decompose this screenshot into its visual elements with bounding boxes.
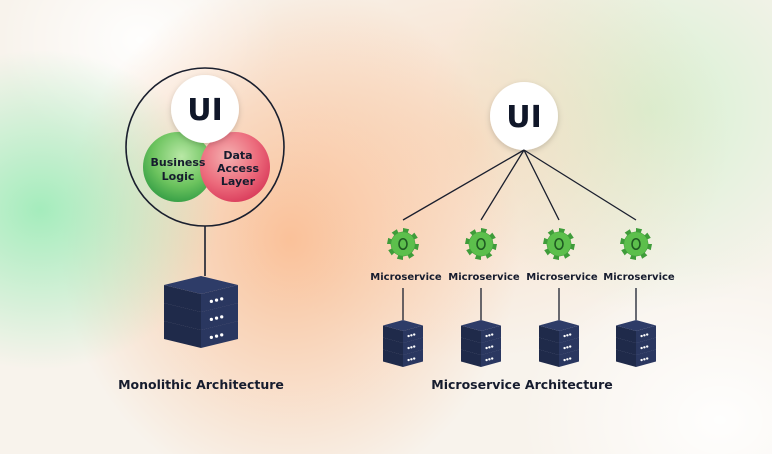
server-stack-icon: [461, 320, 501, 367]
monolith-ui-circle: [171, 75, 239, 143]
server-stack-icon: [539, 320, 579, 367]
server-stack-icon: [616, 320, 656, 367]
microservice-label: Microservice: [603, 272, 675, 283]
data-access-layer-circle: [200, 132, 270, 202]
gear-icon: [465, 228, 497, 260]
gear-icon: [543, 228, 575, 260]
microservice-label: Microservice: [370, 272, 442, 283]
gear-icon: [387, 228, 419, 260]
microservice-label: Microservice: [526, 272, 598, 283]
microservice-ui-circle: [490, 82, 558, 150]
monolith-ui-label: UI: [187, 93, 223, 128]
data-access-label-3: Layer: [221, 175, 256, 188]
microservice-column: Microservice: [448, 149, 525, 367]
business-logic-label-2: Logic: [162, 170, 195, 183]
microservice-column: Microservice: [370, 149, 525, 367]
data-access-label-2: Access: [217, 162, 260, 175]
ui-to-service-line: [402, 149, 525, 221]
microservice-label: Microservice: [448, 272, 520, 283]
ui-to-service-line: [480, 149, 525, 221]
microservice-ui-label: UI: [506, 100, 542, 135]
microservice-caption: Microservice Architecture: [431, 377, 612, 392]
server-stack-icon: [164, 276, 238, 348]
ui-to-service-line: [523, 149, 637, 221]
business-logic-circle: [143, 132, 213, 202]
microservice-column: Microservice: [523, 149, 598, 367]
data-access-label-1: Data: [223, 149, 252, 162]
monolith-group: UI Business Logic Data Access Layer Mono…: [118, 67, 285, 392]
microservice-column: Microservice: [523, 149, 675, 367]
ui-to-service-line: [523, 149, 560, 221]
gear-icon: [620, 228, 652, 260]
monolith-caption: Monolithic Architecture: [118, 377, 284, 392]
business-logic-label-1: Business: [151, 156, 206, 169]
server-stack-icon: [383, 320, 423, 367]
